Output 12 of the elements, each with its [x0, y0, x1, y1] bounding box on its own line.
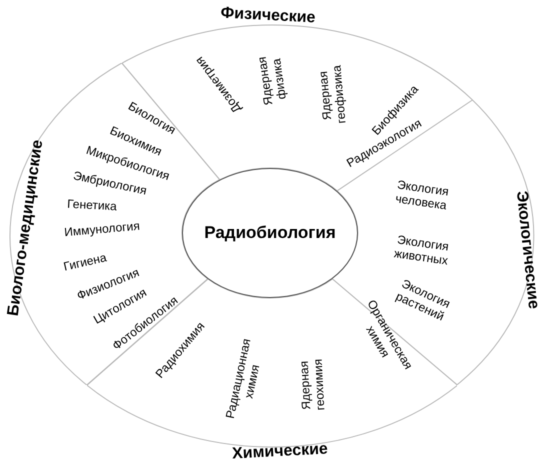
discipline-label: Генетика [66, 196, 118, 214]
center-title: Радиобиология [204, 222, 336, 244]
discipline-label: Ядерная геофизика [316, 64, 348, 124]
discipline-label: Экология животных [393, 232, 451, 268]
discipline-label: Иммунология [64, 218, 140, 240]
discipline-label: Ядерная геохимия [296, 358, 328, 412]
discipline-label: Гигиена [62, 250, 108, 274]
sector-heading: Химические [232, 442, 328, 462]
sector-heading: Экологические [512, 190, 542, 310]
discipline-label: Экология человека [394, 178, 450, 212]
sector-heading: Физические [220, 6, 316, 26]
discipline-label: Ядерная физика [254, 54, 290, 106]
